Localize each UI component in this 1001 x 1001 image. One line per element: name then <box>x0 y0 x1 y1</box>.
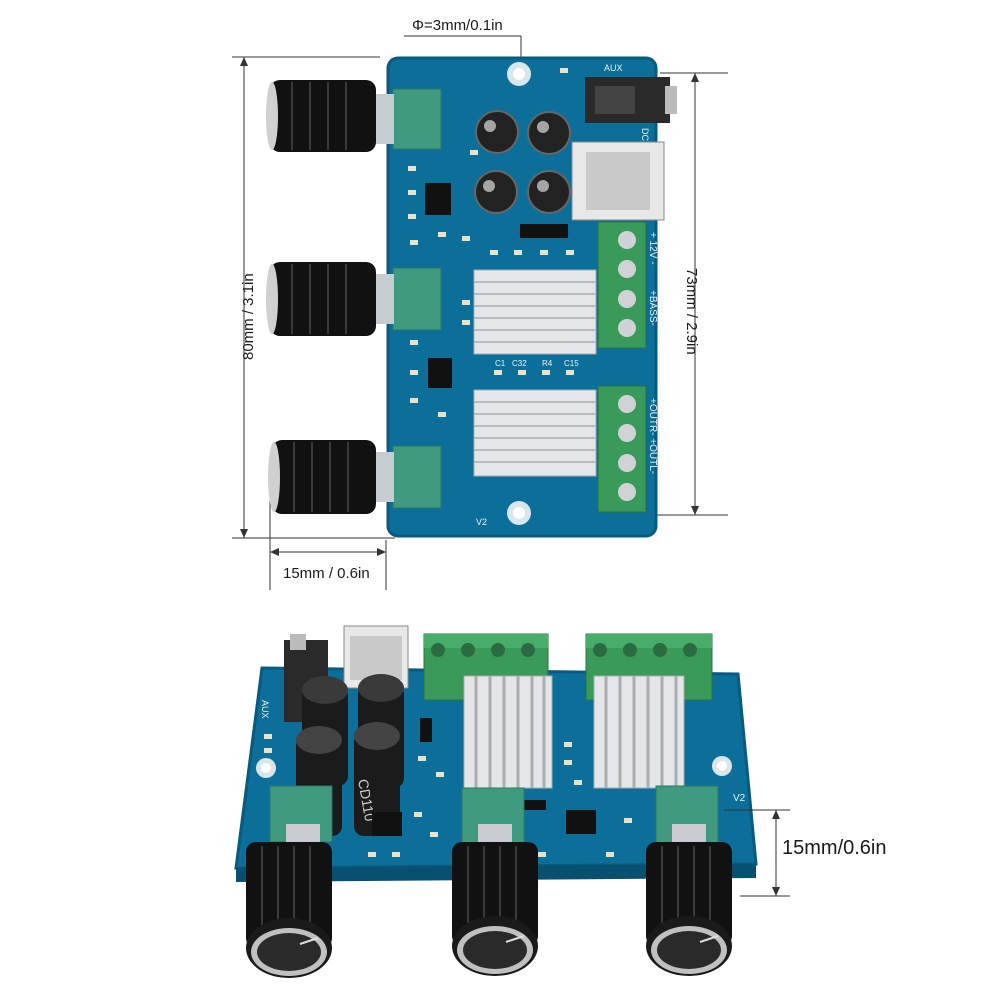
aux-jack <box>585 77 677 123</box>
dc-jack <box>571 141 665 221</box>
capacitors <box>296 674 404 836</box>
silk-aux: AUX <box>604 63 623 73</box>
dimension-hole-label: Φ=3mm/0.1in <box>412 17 503 34</box>
dimension-height-label: 15mm/0.6in <box>782 837 887 859</box>
heatsink <box>473 269 597 355</box>
potentiometer-knob <box>268 440 442 514</box>
dimension-length-label: 73mm / 2.9in <box>683 268 700 355</box>
silk-r4: R4 <box>542 359 553 368</box>
silk-v2: V2 <box>733 793 746 804</box>
smd-components <box>264 734 632 857</box>
silk-bass: +BASS- <box>647 290 658 326</box>
side-view-board: CD110 <box>234 625 790 978</box>
silk-cd110: CD110 <box>355 778 378 823</box>
potentiometer-knob <box>452 787 538 976</box>
terminal-block <box>597 385 647 513</box>
smd-components <box>408 68 574 417</box>
dimension-lines <box>724 809 790 897</box>
diode <box>520 224 568 238</box>
potentiometer-knob <box>266 262 442 336</box>
potentiometer-knob <box>646 785 732 976</box>
silk-out: +OUTR- +OUTL- <box>647 398 658 474</box>
ic-chip <box>372 812 402 836</box>
dimension-knob-label: 15mm / 0.6in <box>283 565 370 582</box>
ic-chip <box>425 183 451 215</box>
potentiometer-knob <box>266 80 442 152</box>
dc-jack <box>343 625 409 689</box>
ic-chip <box>428 358 452 388</box>
ic-chip <box>566 810 596 834</box>
dimension-arrows <box>240 57 699 556</box>
silk-dc: DC <box>640 128 650 141</box>
top-view-board: AUX DC + 12V - +BASS- +OUTR- +OUTL- V2 C… <box>232 35 728 590</box>
silk-aux: AUX <box>260 700 270 719</box>
silk-c15: C15 <box>564 359 579 368</box>
terminal-block <box>597 221 647 349</box>
mounting-hole-icon <box>507 62 531 525</box>
silk-c1: C1 <box>495 359 506 368</box>
potentiometer-knob <box>246 785 333 978</box>
dimension-width-label: 80mm / 3.1in <box>240 273 257 360</box>
silk-c32: C32 <box>512 359 527 368</box>
silk-v2: V2 <box>476 517 487 527</box>
heatsink <box>463 675 553 789</box>
silk-power: + 12V - <box>647 232 658 265</box>
heatsink <box>593 675 685 789</box>
heatsink <box>473 389 597 477</box>
terminal-block <box>585 633 713 701</box>
dimension-lines <box>232 35 728 590</box>
